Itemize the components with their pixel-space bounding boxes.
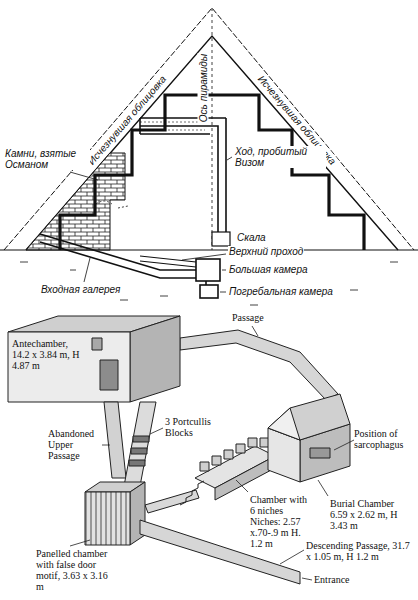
sarcophagus-position bbox=[310, 448, 330, 458]
part-label: Abandoned Upper Passage bbox=[48, 428, 102, 461]
rock-label: Скала bbox=[236, 232, 267, 243]
chamber-label: Погребальная камера bbox=[228, 286, 334, 297]
axis-label: Ось пирамиды bbox=[198, 53, 209, 123]
entrance-gallery bbox=[40, 234, 196, 278]
upper-passage bbox=[140, 256, 196, 267]
leader-line bbox=[227, 157, 232, 160]
leader-line bbox=[182, 254, 226, 260]
gallery-label: Входная галерея bbox=[40, 284, 121, 295]
dimension-label: Antechamber, 14.2 x 3.84 m, H 4.87 m bbox=[12, 338, 84, 371]
leader-line bbox=[70, 540, 90, 546]
leader-line bbox=[252, 326, 258, 336]
part-label: Entrance bbox=[314, 574, 350, 585]
part-label: Passage bbox=[232, 312, 264, 323]
casing-line bbox=[4, 8, 414, 250]
leader-line bbox=[70, 172, 98, 180]
leader-line bbox=[318, 480, 328, 496]
antechamber-front bbox=[8, 332, 130, 402]
burial-chamber-section bbox=[200, 285, 218, 298]
leader-line bbox=[302, 578, 312, 580]
passage bbox=[180, 330, 338, 400]
large-chamber bbox=[196, 259, 220, 281]
part-label: 3 Portcullis Blocks bbox=[165, 416, 227, 438]
vyse-tunnel bbox=[140, 118, 226, 232]
part-label: Position of sarcophagus bbox=[354, 428, 414, 450]
leader-line bbox=[220, 292, 226, 293]
casing-label: Исчезнувшая облицовка bbox=[85, 73, 169, 168]
rock-block bbox=[212, 232, 230, 246]
leader-line bbox=[280, 550, 304, 564]
tunnel-label: Ход, пробитый Визом bbox=[234, 146, 326, 168]
abandoned-passage bbox=[104, 402, 126, 478]
axis-line bbox=[212, 8, 213, 250]
stones-label: Камни, взятые Османом bbox=[4, 148, 90, 170]
portcullis-corridor bbox=[124, 402, 156, 486]
leader-line bbox=[84, 258, 90, 282]
isometric-substructure bbox=[8, 316, 354, 584]
dimension-label: Panelled chamber with false door motif, … bbox=[36, 548, 112, 592]
stairs bbox=[180, 481, 204, 505]
antechamber-side bbox=[130, 316, 180, 402]
panelled-chamber bbox=[85, 492, 130, 545]
chamber-label: Большая камера bbox=[228, 264, 309, 275]
dimension-label: Chamber with 6 niches Niches: 2.57 x.70-… bbox=[250, 494, 312, 549]
portcullis-block bbox=[129, 460, 145, 466]
niche bbox=[200, 462, 209, 471]
leader-line bbox=[150, 428, 163, 434]
cross-section bbox=[0, 8, 418, 305]
dimension-label: Descending Passage, 31.7 x 1.05 m, H 1.2… bbox=[306, 540, 414, 562]
leader-line bbox=[222, 270, 226, 271]
leader-line bbox=[334, 440, 354, 450]
passage-label: Верхний проход bbox=[228, 246, 304, 257]
portcullis-block bbox=[131, 448, 147, 454]
doorway bbox=[100, 360, 118, 390]
portcullis-block bbox=[133, 436, 149, 442]
leader-line bbox=[102, 445, 110, 446]
leader-line bbox=[236, 480, 248, 492]
dimension-label: Burial Chamber 6.59 x 2.62 m, H 3.43 m bbox=[330, 498, 410, 531]
